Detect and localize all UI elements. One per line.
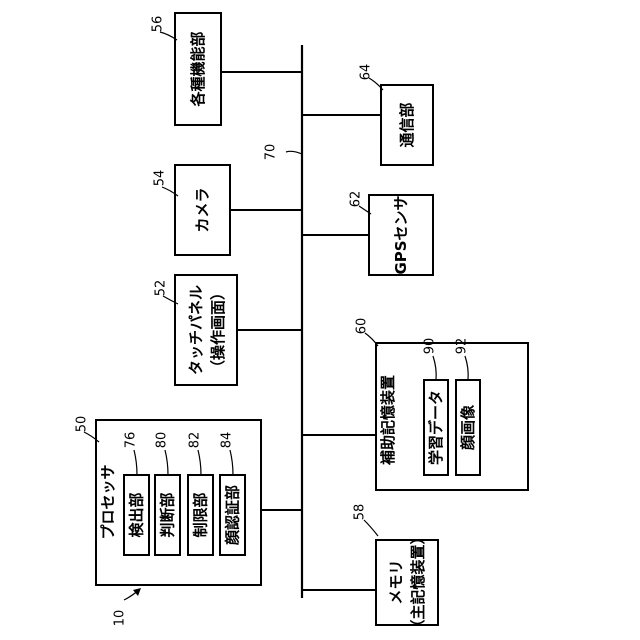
processor-block: プロセッサ 50 検出部 76 判断部 80 制限部 82 顔認証部 84 bbox=[75, 416, 262, 585]
camera-label: カメラ bbox=[194, 187, 212, 232]
detector-ref: 76 bbox=[124, 432, 139, 449]
face-auth-ref: 84 bbox=[220, 432, 235, 449]
memory-sublabel: （主記憶装置） bbox=[409, 529, 427, 634]
judge-label: 判断部 bbox=[159, 492, 177, 537]
processor-ref: 50 bbox=[75, 416, 90, 433]
face-image-label: 顔画像 bbox=[459, 404, 477, 451]
memory-ref: 58 bbox=[353, 504, 368, 521]
bus-ref: 70 bbox=[264, 144, 279, 161]
camera-block: カメラ 54 bbox=[153, 165, 231, 255]
aux-storage-label: 補助記憶装置 bbox=[379, 375, 397, 466]
limiter-label: 制限部 bbox=[192, 492, 210, 537]
system-ref-group: 10 bbox=[113, 588, 142, 626]
comm-label: 通信部 bbox=[398, 102, 416, 147]
gps-label: GPSセンサ bbox=[392, 195, 410, 274]
memory-leader bbox=[364, 520, 378, 536]
memory-label: メモリ bbox=[387, 559, 405, 604]
touch-panel-ref: 52 bbox=[154, 280, 169, 297]
camera-ref: 54 bbox=[153, 170, 168, 187]
aux-storage-block: 補助記憶装置 60 学習データ 90 顔画像 92 bbox=[355, 318, 529, 490]
aux-storage-box bbox=[376, 343, 528, 490]
memory-block: メモリ （主記憶装置） 58 bbox=[353, 504, 439, 635]
judge-ref: 80 bbox=[155, 432, 170, 449]
learning-data-label: 学習データ bbox=[427, 390, 445, 465]
face-image-ref: 92 bbox=[455, 338, 470, 355]
processor-label: プロセッサ bbox=[99, 464, 117, 539]
memory-box bbox=[376, 540, 438, 625]
learning-data-ref: 90 bbox=[423, 338, 438, 355]
functions-block: 各種機能部 56 bbox=[151, 13, 222, 125]
limiter-ref: 82 bbox=[188, 432, 203, 449]
functions-ref: 56 bbox=[151, 16, 166, 33]
functions-label: 各種機能部 bbox=[189, 31, 207, 107]
aux-storage-ref: 60 bbox=[355, 318, 370, 335]
bus-leader bbox=[286, 151, 302, 154]
gps-block: GPSセンサ 62 bbox=[349, 191, 434, 275]
touch-panel-label: タッチパネル bbox=[187, 285, 205, 375]
touch-panel-sublabel: （操作画面） bbox=[209, 285, 227, 375]
touch-panel-block: タッチパネル （操作画面） 52 bbox=[154, 275, 238, 385]
face-auth-label: 顔認証部 bbox=[224, 485, 242, 546]
touch-panel-box bbox=[175, 275, 237, 385]
system-ref: 10 bbox=[113, 610, 128, 627]
comm-ref: 64 bbox=[359, 64, 374, 81]
gps-ref: 62 bbox=[349, 191, 364, 208]
detector-label: 検出部 bbox=[128, 492, 146, 537]
arrow-icon bbox=[133, 588, 141, 596]
